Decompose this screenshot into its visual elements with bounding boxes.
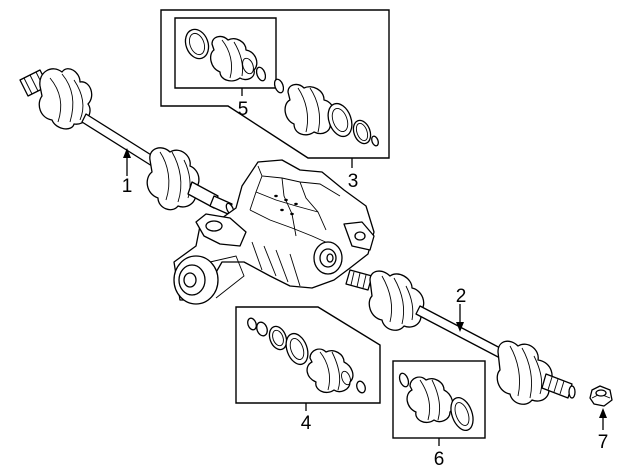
boot-kit-parts-5 (184, 28, 267, 82)
callout-5: 5 (238, 99, 249, 120)
boot-kit-parts-6 (398, 372, 474, 431)
boot-kit-parts-4 (247, 317, 366, 394)
callout-2: 2 (456, 286, 467, 307)
callout-3: 3 (348, 171, 359, 192)
callout-7: 7 (598, 432, 609, 453)
callout-6: 6 (434, 449, 445, 470)
axle-shaft-assembly-2 (345, 269, 576, 405)
callout-4: 4 (301, 413, 312, 434)
boot-kit-group-4 (235, 306, 381, 411)
callout-1: 1 (122, 176, 133, 197)
axle-shaft-assembly-1 (19, 68, 235, 216)
rear-differential-housing (173, 159, 375, 305)
boot-kit-group-6 (392, 360, 486, 446)
boot-kit-parts-3 (273, 78, 379, 147)
axle-nut-7 (589, 385, 613, 430)
boot-kit-group-3 (160, 9, 390, 168)
